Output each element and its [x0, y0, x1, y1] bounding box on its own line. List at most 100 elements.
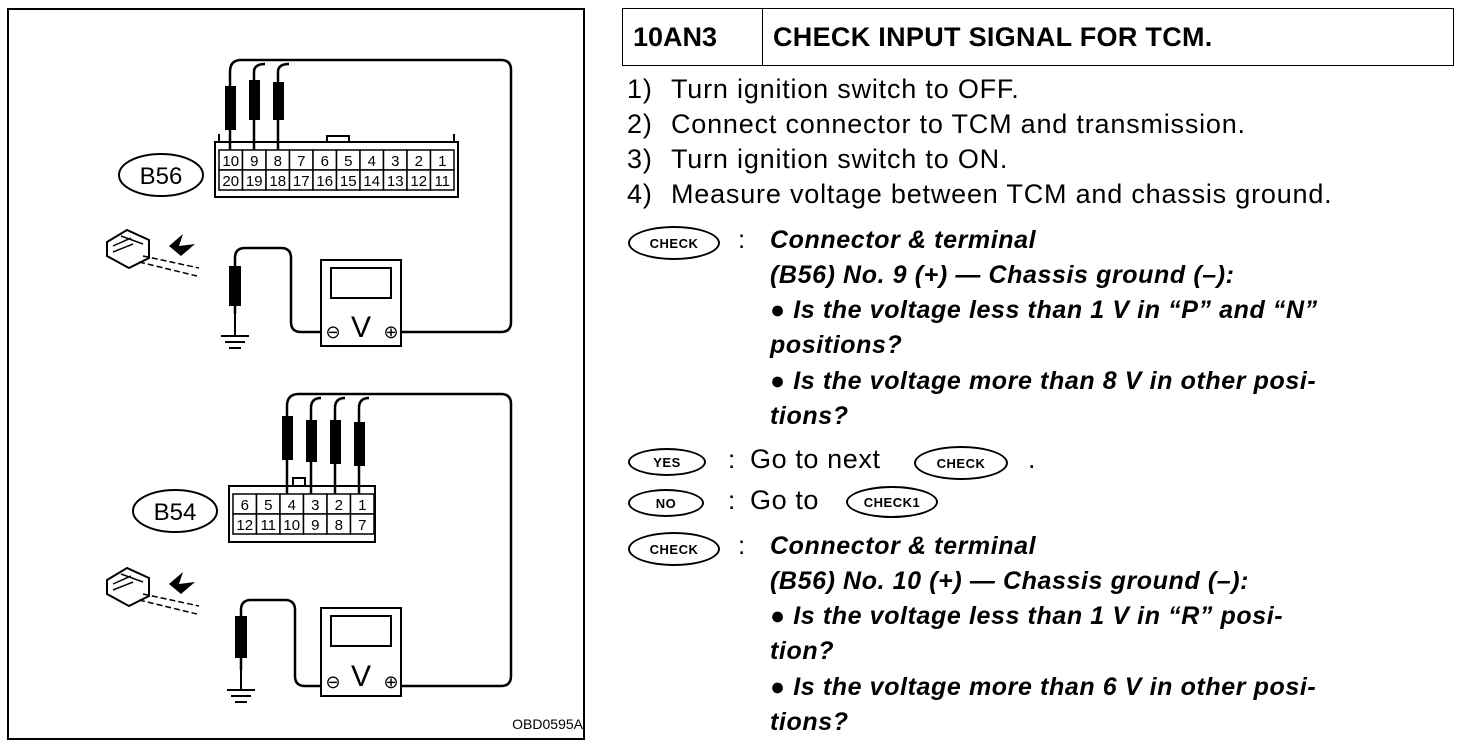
connector-b56-pin-number: 6: [321, 153, 329, 170]
connector-b56-pin-number: 3: [391, 153, 399, 170]
voltmeter-b56-plus: ⊕: [383, 322, 398, 342]
connector-b54-pin-number: 1: [358, 497, 366, 514]
check-2-heading: Connector & terminal: [770, 532, 1037, 560]
connector-b56-pin-number: 15: [340, 173, 357, 190]
connector-b56-pin-number: 13: [387, 173, 404, 190]
connector-b56-pin-number: 17: [293, 173, 310, 190]
probe-wires-b56: [228, 58, 513, 334]
yes-suffix: .: [1028, 444, 1037, 474]
connector-b56-pin-number: 2: [415, 153, 423, 170]
check-2-bullet-1: ● Is the voltage less than 1 V in “R” po…: [770, 602, 1284, 630]
check-2-bullet-1-cont: tion?: [770, 637, 835, 665]
connector-b56-pin-number: 20: [222, 173, 239, 190]
procedure-step-1-text: Turn ignition switch to OFF.: [671, 74, 1020, 104]
probe-b54-3: [330, 420, 341, 464]
check-2-colon: :: [738, 530, 746, 560]
probe-b56-3: [273, 82, 284, 120]
check-1-spec: (B56) No. 9 (+) — Chassis ground (–):: [770, 261, 1235, 289]
step-header: 10AN3 CHECK INPUT SIGNAL FOR TCM.: [622, 8, 1454, 66]
step-code: 10AN3: [623, 9, 763, 65]
check-1-bullet-2: ● Is the voltage more than 8 V in other …: [770, 367, 1317, 395]
check-badge-2: CHECK: [628, 532, 720, 566]
check-badge-1: CHECK: [628, 226, 720, 260]
connector-b56-pin-number: 18: [269, 173, 286, 190]
voltmeter-b54-minus: ⊖: [325, 672, 340, 692]
check-2-spec: (B56) No. 10 (+) — Chassis ground (–):: [770, 567, 1250, 595]
procedure-step-1: 1)Turn ignition switch to OFF.: [627, 74, 1020, 105]
connector-b56-pin-number: 19: [246, 173, 263, 190]
connector-b54-label-oval: [132, 489, 218, 533]
voltmeter-b56-symbol: V: [351, 311, 371, 344]
procedure-step-4-num: 4): [627, 179, 653, 209]
connector-plug-icon-b56: [106, 228, 200, 277]
probe-b54-4: [354, 422, 365, 466]
ground-symbol-b56: [221, 314, 249, 349]
procedure-step-4: 4) Measure voltage between TCM and chassi…: [627, 179, 1332, 210]
procedure-step-3-num: 3): [627, 144, 653, 174]
no-badge: NO: [628, 489, 704, 517]
connector-b56-pin-number: 4: [368, 153, 376, 170]
connector-b54-pin-number: 5: [264, 497, 272, 514]
check-1-heading: Connector & terminal: [770, 226, 1037, 254]
check-2-bullet-2-cont: tions?: [770, 708, 849, 736]
probe-b54-2: [306, 420, 317, 462]
procedure-step-3: 3)Turn ignition switch to ON.: [627, 144, 1008, 175]
yes-action-text: Go to next: [750, 444, 881, 474]
connector-b54-pin-number: 10: [283, 517, 300, 534]
ground-lead-b56: [233, 246, 321, 334]
yes-colon: :: [728, 444, 736, 474]
procedure-step-2-num: 2): [627, 109, 653, 139]
no-action-text: Go to: [750, 485, 820, 515]
connector-plug-icon-b54: [106, 566, 200, 615]
connector-b54-pin-number: 7: [358, 517, 366, 534]
connector-b56-label-oval: [118, 153, 204, 197]
next-check-badge: CHECK: [914, 446, 1008, 480]
check-1-bullet-1: ● Is the voltage less than 1 V in “P” an…: [770, 296, 1318, 324]
connector-b56-pin-number: 8: [274, 153, 282, 170]
probe-b56-1: [225, 86, 236, 130]
procedure-panel: 10AN3 CHECK INPUT SIGNAL FOR TCM. 1)Turn…: [600, 0, 1460, 746]
check1-badge: CHECK1: [846, 486, 938, 518]
check-1-bullet-1-cont: positions?: [770, 331, 903, 359]
connector-b56-pin-number: 14: [363, 173, 380, 190]
ground-probe-b54: [235, 616, 247, 658]
connector-b54-pin-number: 11: [260, 517, 276, 534]
connector-b54-pin-number: 12: [236, 517, 253, 534]
connector-b56-pin-number: 12: [410, 173, 427, 190]
voltmeter-b54-symbol: V: [351, 660, 371, 693]
connector-b56-pin-number: 11: [434, 173, 450, 190]
check-1-colon: :: [738, 224, 746, 254]
check-1-bullet-2-cont: tions?: [770, 402, 849, 430]
connector-b54-pin-number: 2: [335, 497, 343, 514]
probe-wires-b54: [285, 392, 513, 688]
yes-badge: YES: [628, 448, 706, 476]
procedure-step-4-text: Measure voltage between TCM and chassis …: [671, 179, 1333, 209]
ground-lead-b54: [239, 598, 321, 688]
check-2-bullet-2: ● Is the voltage more than 6 V in other …: [770, 673, 1317, 701]
connector-b56-pin-number: 10: [222, 153, 239, 170]
voltmeter-b54-plus: ⊕: [383, 672, 398, 692]
connector-b56-pin-number: 5: [344, 153, 352, 170]
connector-b54-pin-cell: [349, 513, 375, 535]
connector-b54-pin-number: 8: [335, 517, 343, 534]
connector-b54-frame: [228, 485, 376, 543]
connector-b54-pin-number: 9: [311, 517, 319, 534]
connector-b56-pin-number: 16: [316, 173, 333, 190]
connector-b56-pin-number: 1: [438, 153, 446, 170]
connector-b54-pin-number: 6: [241, 497, 249, 514]
connector-b54-label: B54: [154, 499, 197, 526]
probe-b54-1: [282, 416, 293, 460]
connector-b54-pin-number: 4: [288, 497, 296, 514]
step-title: CHECK INPUT SIGNAL FOR TCM.: [773, 21, 1213, 52]
connector-b56-pin-number: 7: [297, 153, 305, 170]
probe-b56-2: [249, 80, 260, 120]
ground-symbol-b54: [227, 670, 255, 703]
procedure-step-2: 2) Connect connector to TCM and transmiss…: [627, 109, 1246, 140]
procedure-step-2-text: Connect connector to TCM and transmissio…: [671, 109, 1246, 139]
figure-code: OBD0595A: [512, 716, 583, 732]
connector-b56-label: B56: [140, 163, 183, 190]
